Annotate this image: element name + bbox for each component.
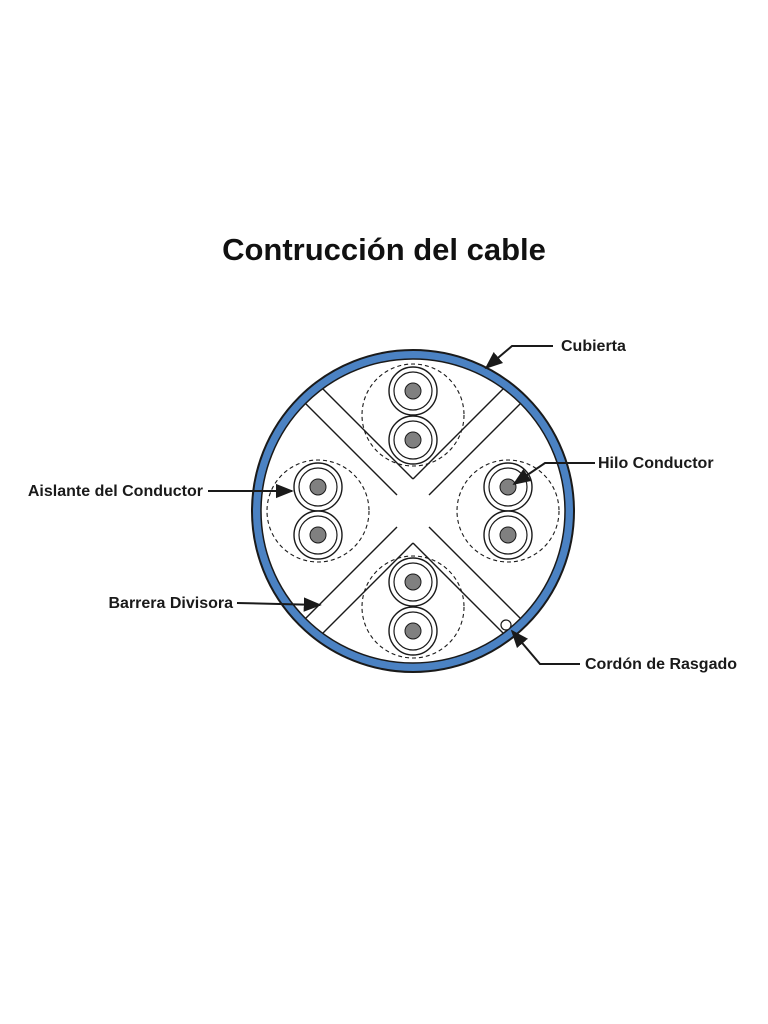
conductor-wire [309,478,327,496]
pair-boundary-right [456,459,560,563]
label-cordon-rasgado: Cordón de Rasgado [585,656,737,673]
diagram-title: Contrucción del cable [222,232,546,267]
label-cubierta: Cubierta [561,338,626,355]
rip-cord [500,619,512,631]
conductor-wire [309,526,327,544]
pair-boundary-left [266,459,370,563]
label-aislante-conductor: Aislante del Conductor [28,483,203,500]
conductor-wire [404,382,422,400]
pair-top [388,366,438,465]
conductor-wire [499,478,517,496]
pair-boundary-top [361,363,465,467]
callout-hilo-line [512,462,595,486]
conductor-wire [404,431,422,449]
conductor-wire [404,573,422,591]
callout-cordon-line [510,629,580,665]
callout-cubierta-line [484,345,553,370]
conductor-wire [499,526,517,544]
label-hilo-conductor: Hilo Conductor [598,455,714,472]
pair-left [293,462,343,560]
pair-bottom [388,557,438,656]
pair-boundary-bottom [361,555,465,659]
conductor-wire [404,622,422,640]
callout-barrera-line [236,597,322,612]
label-barrera-divisora: Barrera Divisora [108,595,233,612]
pair-right [483,462,533,560]
